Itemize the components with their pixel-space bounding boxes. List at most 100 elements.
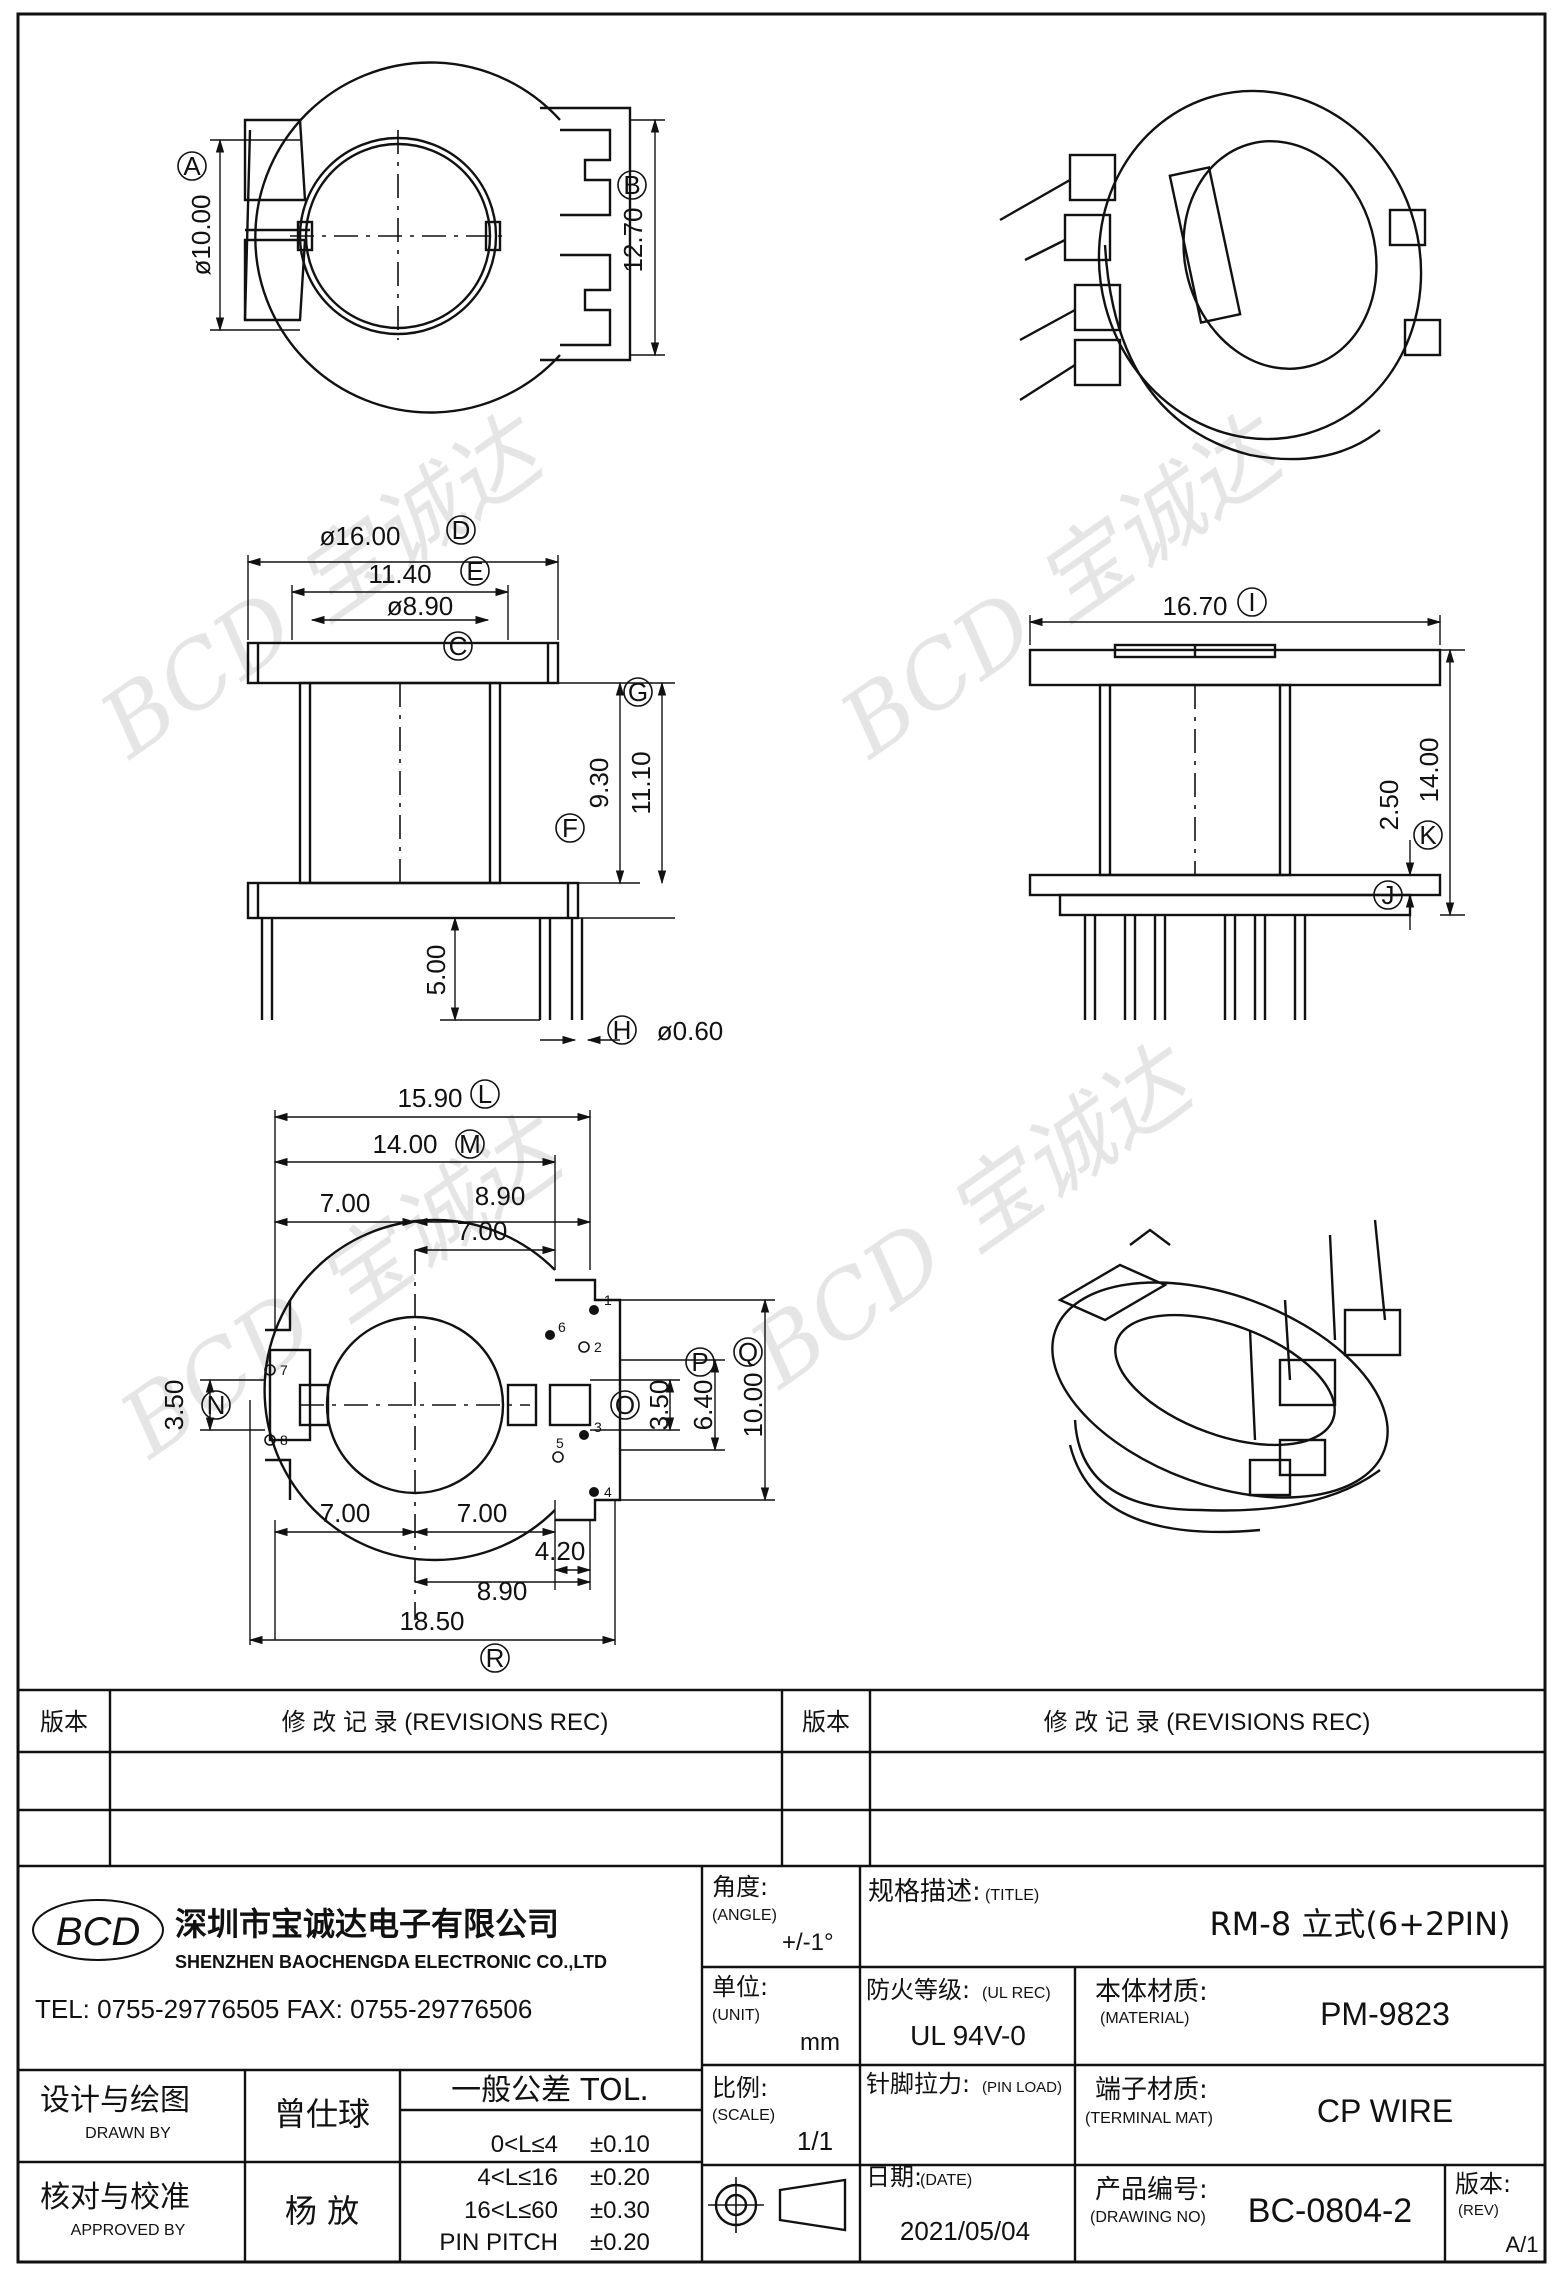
title-value: RM-8 立式(6+2PIN): [1209, 1905, 1510, 1943]
scale-label-en: (SCALE): [712, 2107, 775, 2124]
svg-text:BCD 宝诚达: BCD 宝诚达: [731, 1025, 1217, 1409]
tol-value: ±0.10: [590, 2131, 650, 2158]
rev-rec-left: 修 改 记 录 (REVISIONS REC): [282, 1709, 609, 1736]
logo-text: BCD: [56, 1910, 140, 1954]
pin-number: 7: [280, 1362, 288, 1378]
rev-header-right: 版本: [802, 1709, 850, 1736]
dim-o-value: 3.50: [644, 1380, 674, 1431]
dim-c-label: C: [449, 631, 468, 661]
pin-number: 5: [556, 1435, 564, 1451]
drawing-no-label-en: (DRAWING NO): [1090, 2209, 1206, 2226]
dim-a-label: A: [183, 151, 201, 181]
dim-500: 5.00: [421, 945, 451, 996]
tol-value: ±0.20: [590, 2164, 650, 2191]
angle-label-en: (ANGLE): [712, 1907, 777, 1924]
rev-rec-right: 修 改 记 录 (REVISIONS REC): [1044, 1709, 1371, 1736]
logo: BCD: [32, 1899, 164, 1961]
unit-label-en: (UNIT): [712, 2007, 760, 2024]
approved-by-label: 核对与校准: [40, 2180, 190, 2215]
terminal-label-en: (TERMINAL MAT): [1085, 2110, 1213, 2127]
dim-n-label: N: [207, 1390, 226, 1420]
pin-load-label-en: (PIN LOAD): [982, 2079, 1062, 2096]
pin-number: 3: [594, 1419, 602, 1435]
revision-table: 版本 修 改 记 录 (REVISIONS REC) 版本 修 改 记 录 (R…: [40, 1709, 1370, 1736]
rev-label-en: (REV): [1458, 2202, 1499, 2219]
approved-by-label-en: APPROVED BY: [71, 2222, 186, 2239]
dim-1110: 11.10: [626, 751, 656, 814]
pin-load-label: 针脚拉力:: [866, 2070, 970, 2098]
dim-g-label: G: [628, 677, 648, 707]
pin-number: 6: [558, 1319, 566, 1335]
dim-700a: 7.00: [320, 1188, 371, 1218]
dim-e-label: E: [466, 556, 483, 586]
pin-number: 8: [280, 1432, 288, 1448]
ul-label: 防火等级:: [866, 1976, 970, 2004]
drawing-no-label: 产品编号:: [1095, 2175, 1208, 2205]
dim-q-label: Q: [738, 1337, 758, 1367]
dim-890a: 8.90: [475, 1181, 526, 1211]
dim-p-label: P: [691, 1347, 708, 1377]
dim-420: 4.20: [535, 1536, 586, 1566]
scale-label: 比例:: [712, 2074, 768, 2102]
unit-value: mm: [800, 2029, 840, 2056]
top-view-dims: A ø10.00 B 12.70: [177, 151, 648, 275]
terminal-value: CP WIRE: [1317, 2093, 1453, 2129]
title-block-grid: [18, 1688, 1545, 2262]
sheet-border: [16, 12, 1547, 2264]
dim-p-value: 6.40: [688, 1380, 718, 1431]
dim-k-label: K: [1419, 820, 1437, 850]
tolerance-table: 0<L≤4 ±0.10 4<L≤16 ±0.20 16<L≤60 ±0.30 P…: [439, 2131, 650, 2256]
dim-m-value: 14.00: [372, 1129, 437, 1159]
dim-o-label: O: [615, 1390, 635, 1420]
date-value: 2021/05/04: [900, 2216, 1030, 2246]
pin-markers: [264, 1305, 599, 1497]
watermark: BCD 宝诚达 BCD 宝诚达 BCD 宝诚达 BCD 宝诚达: [81, 395, 1307, 1479]
terminal-label: 端子材质:: [1095, 2075, 1208, 2105]
drawn-by-label-en: DRAWN BY: [85, 2125, 171, 2142]
side-view: [1028, 615, 1465, 1020]
dim-700b: 7.00: [457, 1216, 508, 1246]
front-view-dims: ø16.00 D 11.40 E ø8.90 C G F 9.30 11.10 …: [320, 515, 724, 1046]
drawn-by-label: 设计与绘图: [40, 2083, 190, 2118]
dim-b-value: 12.70: [618, 207, 648, 272]
company-name-cn: 深圳市宝诚达电子有限公司: [175, 1905, 559, 1943]
dim-k-value: 14.00: [1414, 737, 1444, 802]
unit-label: 单位:: [712, 1973, 768, 2001]
side-view-dims: 16.70 I 2.50 14.00 K J: [1162, 587, 1444, 910]
iso-view-bottom: [1051, 1219, 1402, 1534]
date-label-en: (DATE): [920, 2172, 972, 2189]
pin-number: 4: [604, 1484, 612, 1500]
rev-value: A/1: [1505, 2232, 1538, 2257]
dim-e-value: 11.40: [368, 559, 431, 589]
dim-i-value: 16.70: [1162, 591, 1227, 621]
dim-q-value: 10.00: [738, 1372, 768, 1437]
approved-by-value: 杨 放: [285, 2192, 359, 2230]
dim-890b: 8.90: [477, 1576, 528, 1606]
dim-d-value: ø16.00: [320, 521, 401, 551]
dim-m-label: M: [459, 1129, 481, 1159]
svg-text:BCD 宝诚达: BCD 宝诚达: [821, 395, 1307, 779]
title-label: 规格描述:: [868, 1877, 981, 1907]
iso-view-top: [999, 89, 1442, 461]
title-label-en: (TITLE): [985, 1887, 1039, 1904]
bottom-view-dims: 15.90 L 14.00 M 7.00 8.90 7.00 N 3.50 O …: [159, 1079, 768, 1673]
pin-number: 2: [594, 1339, 602, 1355]
dim-930: 9.30: [584, 758, 614, 809]
dim-l-label: L: [478, 1079, 492, 1109]
company-phone: TEL: 0755-29776505 FAX: 0755-29776506: [35, 1994, 532, 2024]
dim-r-label: R: [486, 1643, 505, 1673]
projection-symbol: [708, 2177, 847, 2233]
dim-j-label: J: [1382, 880, 1395, 910]
ul-label-en: (UL REC): [982, 1985, 1051, 2002]
material-label-en: (MATERIAL): [1100, 2010, 1189, 2027]
dim-f-label: F: [562, 813, 578, 843]
bottom-view: [200, 1110, 775, 1645]
top-view: [210, 61, 665, 414]
dim-d-label: D: [452, 515, 471, 545]
tol-range: 4<L≤16: [477, 2164, 558, 2191]
pin-numbers: 1 2 3 4 5 6 7 8: [280, 1292, 612, 1500]
date-label: 日期:: [866, 2163, 922, 2191]
ul-value: UL 94V-0: [910, 2020, 1026, 2051]
rev-header-left: 版本: [40, 1709, 88, 1736]
